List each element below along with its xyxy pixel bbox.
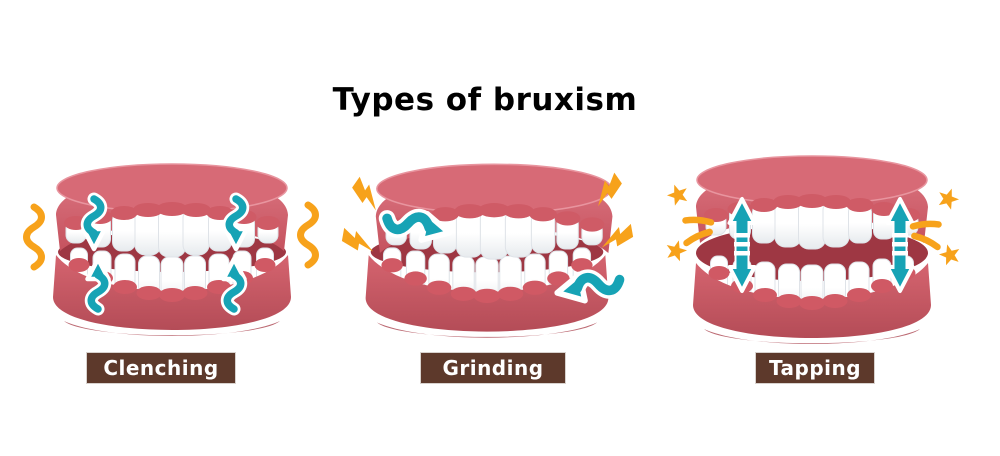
star-icon bbox=[937, 241, 962, 267]
vibration-squiggle-icon bbox=[301, 205, 316, 265]
star-icon bbox=[664, 181, 691, 207]
panel-label-tapping: Tapping bbox=[755, 352, 875, 384]
vibration-squiggle-icon bbox=[27, 207, 42, 267]
page-title: Types of bruxism bbox=[332, 82, 638, 118]
figure-grinding bbox=[334, 149, 640, 353]
figure-clenching bbox=[22, 151, 322, 351]
panel-label-grinding: Grinding bbox=[420, 352, 566, 384]
panel-label-clenching: Clenching bbox=[86, 352, 236, 384]
star-icon bbox=[935, 185, 962, 211]
figure-tapping bbox=[662, 143, 962, 355]
lightning-icon bbox=[340, 227, 377, 254]
